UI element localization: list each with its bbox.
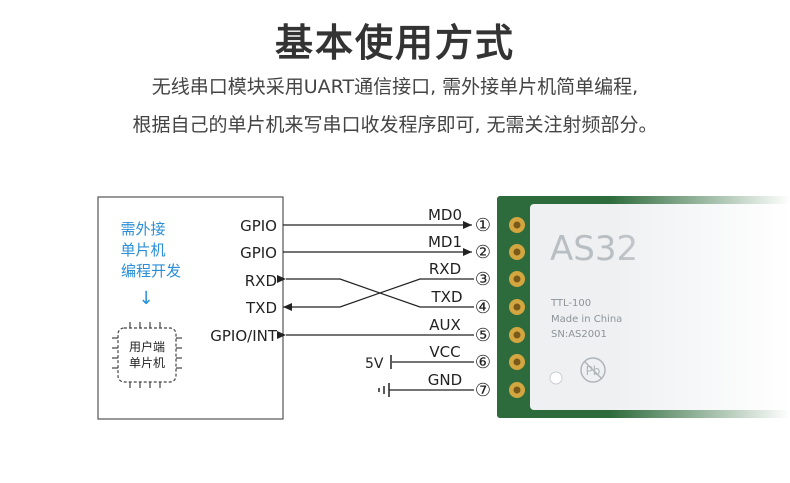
signal-wires [277,221,474,391]
host-pin-gpio-2: GPIO [240,244,277,262]
pin-number-4: ④ [475,297,491,318]
signal-vcc: VCC [429,343,460,361]
signal-md0: MD0 [428,206,462,224]
pin-number-5: ⑤ [475,325,491,346]
host-pin-gpio-1: GPIO [240,217,277,235]
chip-label-line-2: 单片机 [129,356,165,370]
pin1-marker-icon [549,371,563,385]
pin-number-3: ③ [475,269,491,290]
description-line-2: 根据自己的单片机来写串口收发程序即可, 无需关注射频部分。 [132,114,658,136]
signal-txd: TXD [431,288,463,306]
pin-number-6: ⑥ [475,352,491,373]
ground-icon [378,383,390,397]
down-arrow-icon: ↓ [138,288,153,309]
castellated-pads [509,217,525,398]
module-text-1: TTL-100 [550,298,591,309]
chip-label-line-1: 用户端 [129,339,165,354]
host-dev-line-1: 需外接 [120,220,165,238]
host-dev-line-3: 编程开发 [121,262,181,280]
signal-md1: MD1 [428,233,462,251]
host-pin-rxd: RXD [245,272,277,290]
module-board: AS32 TTL-100 Made in China SN:AS2001 Pb [497,190,790,425]
page-title: 基本使用方式 [274,21,515,65]
chip-icon [112,322,182,388]
pb-free-icon: Pb [580,357,606,383]
pin-number-1: ① [475,215,491,236]
description-line-1: 无线串口模块采用UART通信接口, 需外接单片机简单编程, [151,76,639,98]
signal-rxd: RXD [429,260,461,278]
power-label: 5V [365,356,384,372]
wire-txd-cross [277,275,474,308]
signal-gnd: GND [428,371,462,389]
host-dev-line-2: 单片机 [120,241,165,259]
signal-aux: AUX [429,316,461,334]
host-pin-gpio-int: GPIO/INT [210,327,278,345]
pin-number-2: ② [475,242,491,263]
pin-number-7: ⑦ [475,380,491,401]
host-pin-txd: TXD [245,299,277,317]
module-text-3: SN:AS2001 [551,329,607,340]
module-text-2: Made in China [551,314,622,325]
